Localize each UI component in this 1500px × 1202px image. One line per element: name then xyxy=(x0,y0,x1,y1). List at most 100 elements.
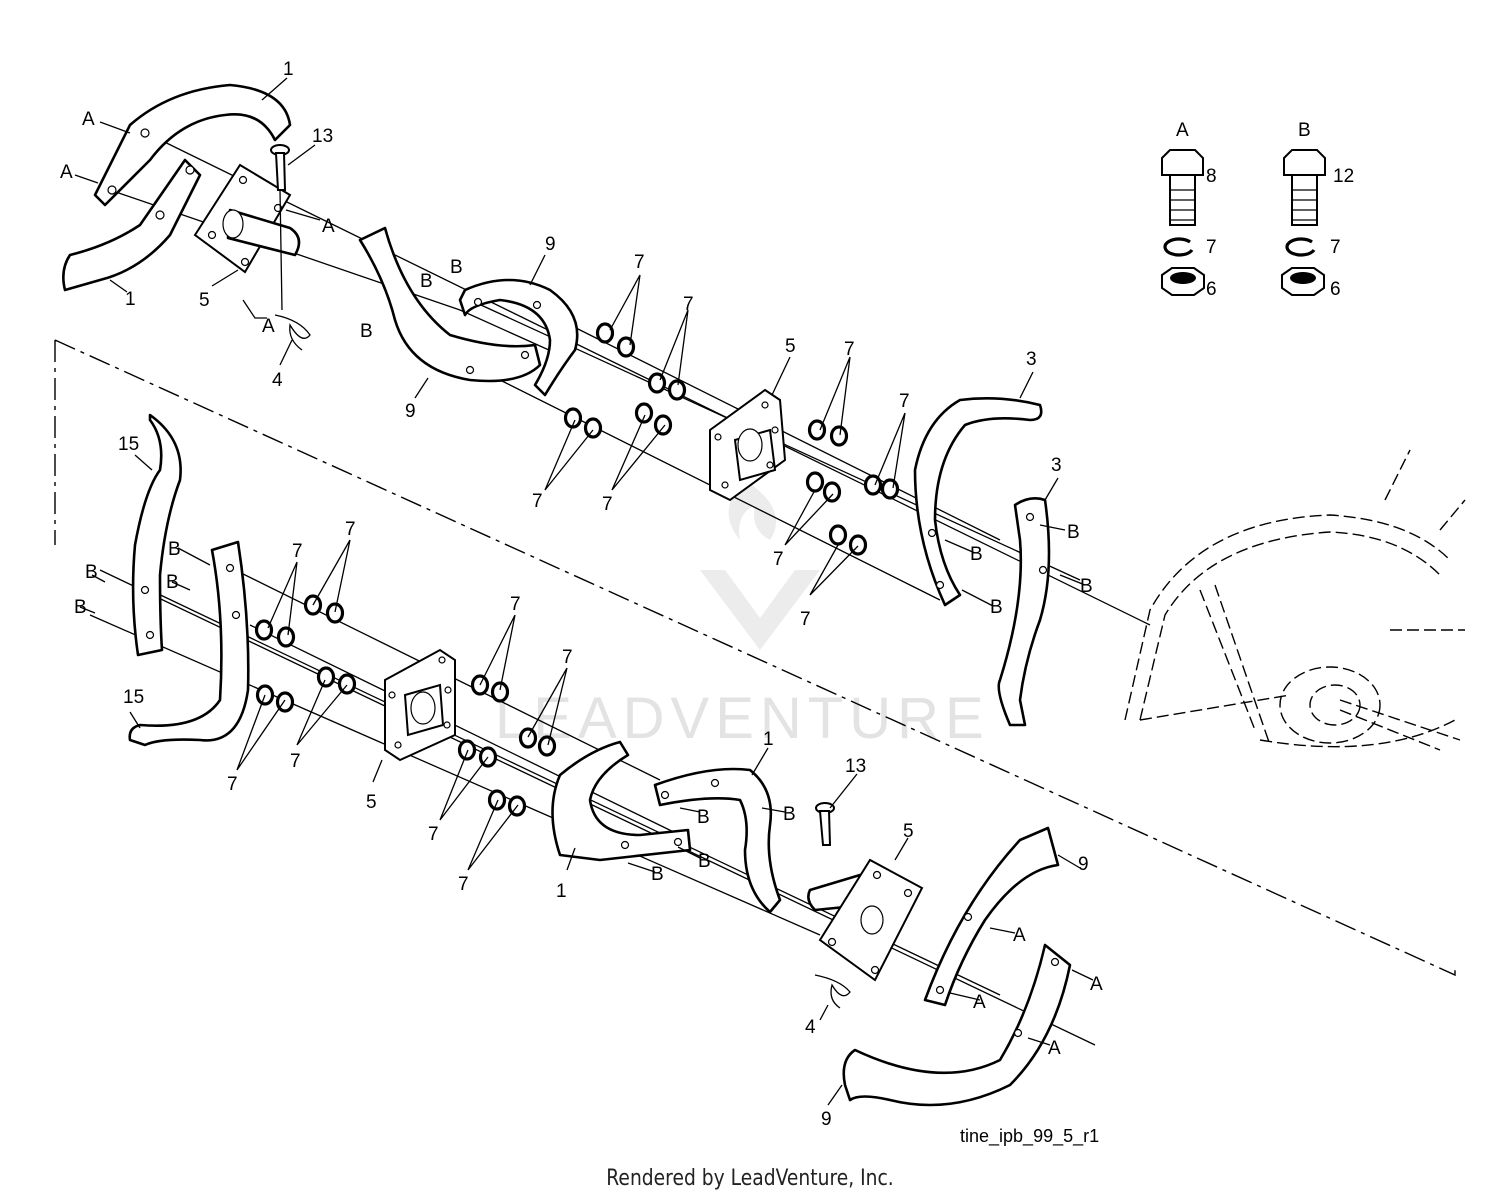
watermark-text: LEADVENTURE xyxy=(495,686,990,751)
callout-B: B xyxy=(166,572,179,593)
callout-7: 7 xyxy=(844,339,855,360)
callout-13: 13 xyxy=(312,126,333,147)
footer-credit: Rendered by LeadVenture, Inc. xyxy=(606,1166,894,1191)
callout-A: A xyxy=(973,992,986,1013)
leader-lines xyxy=(74,77,1094,1106)
figure-id: tine_ipb_99_5_r1 xyxy=(960,1126,1099,1147)
leadventure-watermark: LEADVENTURE xyxy=(495,480,990,751)
lockwasher-7 xyxy=(325,602,345,624)
clevis-pin-13-upper xyxy=(270,144,290,311)
lockwasher-7 xyxy=(880,478,900,500)
callout-7: 7 xyxy=(899,391,910,412)
callout-5: 5 xyxy=(366,792,377,813)
callout-5: 5 xyxy=(199,290,210,311)
callout-15: 15 xyxy=(118,434,139,455)
lockwasher-7 xyxy=(595,322,615,344)
legend-a-lockwasher-ref: 7 xyxy=(1206,237,1217,258)
lockwasher-7 xyxy=(583,417,603,439)
callout-B: B xyxy=(450,257,463,278)
callout-7: 7 xyxy=(428,824,439,845)
tine-15-a xyxy=(131,413,182,657)
callout-B: B xyxy=(651,864,664,885)
lockwasher-7 xyxy=(653,414,673,436)
callout-7: 7 xyxy=(532,491,543,512)
tine-9-upper-a xyxy=(458,278,579,397)
callout-7: 7 xyxy=(292,541,303,562)
callout-B: B xyxy=(360,321,373,342)
tine-15-b xyxy=(128,540,250,747)
legend-a-bolt-ref: 8 xyxy=(1206,166,1217,187)
callout-7: 7 xyxy=(510,594,521,615)
tine-9-upper-b xyxy=(358,226,542,383)
lockwasher-7 xyxy=(537,735,557,757)
lockwasher-7 xyxy=(563,407,583,429)
tine-9-lower-b xyxy=(842,943,1072,1107)
callout-7: 7 xyxy=(634,252,645,273)
callout-4: 4 xyxy=(805,1017,816,1038)
callout-1: 1 xyxy=(763,729,774,750)
callout-A: A xyxy=(1048,1038,1061,1059)
lockwasher-7 xyxy=(316,666,336,688)
callout-B: B xyxy=(85,562,98,583)
tiller-housing-ghost xyxy=(1124,449,1466,751)
lockwasher-7 xyxy=(822,481,842,503)
lockwasher-7 xyxy=(254,619,274,641)
callout-15: 15 xyxy=(123,687,144,708)
tine-1-upper xyxy=(93,83,292,207)
callout-9: 9 xyxy=(821,1109,832,1130)
callout-7: 7 xyxy=(562,647,573,668)
legend-b-nut-ref: 6 xyxy=(1330,279,1341,300)
callout-B: B xyxy=(1067,522,1080,543)
lockwasher-7 xyxy=(490,681,510,703)
lockwasher-7 xyxy=(457,739,477,761)
hardware-legend-b: B 12 7 6 xyxy=(1281,120,1354,300)
callout-5: 5 xyxy=(785,336,796,357)
callout-B: B xyxy=(168,539,181,560)
lockwasher-7 xyxy=(828,524,848,546)
callout-B: B xyxy=(1080,576,1093,597)
callout-7: 7 xyxy=(683,294,694,315)
lockwashers-upper xyxy=(563,322,900,556)
callout-B: B xyxy=(420,271,433,292)
legend-a-title: A xyxy=(1176,120,1189,141)
hairpin-4-upper xyxy=(274,314,311,351)
callout-7: 7 xyxy=(602,494,613,515)
tine-3-upper-a xyxy=(913,397,1043,607)
hardware-legend-a: A 8 7 6 xyxy=(1161,120,1217,300)
lockwasher-7 xyxy=(805,471,825,493)
callout-B: B xyxy=(74,597,87,618)
callout-7: 7 xyxy=(290,751,301,772)
callout-A: A xyxy=(1013,925,1026,946)
callout-A: A xyxy=(82,109,95,130)
legend-b-bolt-ref: 12 xyxy=(1333,166,1354,187)
callout-B: B xyxy=(990,597,1003,618)
tine-1-lower xyxy=(62,158,202,292)
tine-1-lower-a xyxy=(551,740,692,862)
tine-3-upper-b xyxy=(997,497,1051,727)
clevis-pin-13-lower xyxy=(815,802,835,846)
lockwasher-7 xyxy=(829,425,849,447)
callout-5: 5 xyxy=(903,821,914,842)
callout-7: 7 xyxy=(458,874,469,895)
callout-B: B xyxy=(970,544,983,565)
hairpin-4-lower xyxy=(814,974,851,1009)
callout-1: 1 xyxy=(125,289,136,310)
callout-9: 9 xyxy=(405,401,416,422)
callout-7: 7 xyxy=(800,609,811,630)
callout-7: 7 xyxy=(227,774,238,795)
callout-7: 7 xyxy=(345,519,356,540)
callout-A: A xyxy=(262,316,275,337)
lockwasher-7 xyxy=(518,727,538,749)
lockwasher-7 xyxy=(667,379,687,401)
callout-labels: 1 13 A A A 1 5 A 4 9 B B B 9 7 7 5 7 7 7… xyxy=(60,59,1103,1147)
callout-1: 1 xyxy=(283,59,294,80)
legend-b-lockwasher-ref: 7 xyxy=(1330,237,1341,258)
callout-B: B xyxy=(697,807,710,828)
lockwasher-7 xyxy=(647,372,667,394)
callout-9: 9 xyxy=(545,234,556,255)
callout-B: B xyxy=(783,804,796,825)
assembly-divider-line xyxy=(54,339,1456,977)
callout-1: 1 xyxy=(556,881,567,902)
callout-3: 3 xyxy=(1051,455,1062,476)
